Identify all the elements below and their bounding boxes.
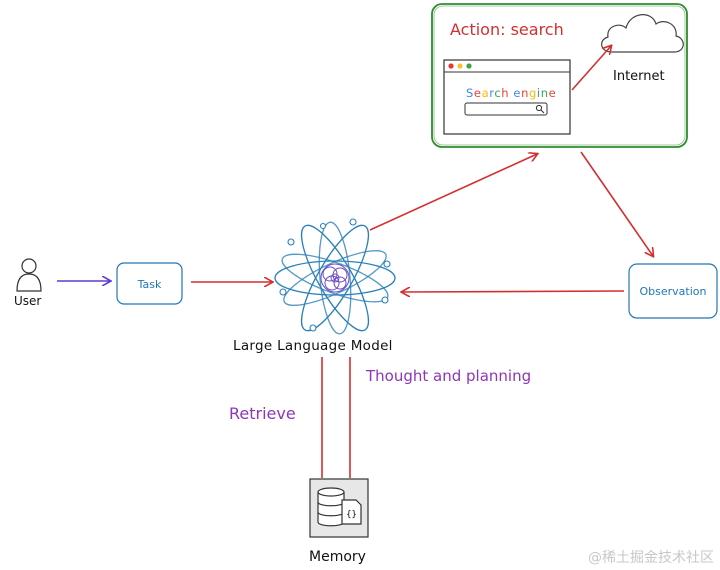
search-engine-letter: S [466, 86, 474, 100]
search-engine-label: Search engine [466, 86, 556, 100]
search-engine-letter: g [529, 86, 537, 100]
watermark: @稀土掘金技术社区 [588, 550, 714, 566]
arrow-action-to-observation [580, 151, 653, 256]
database-icon: {} [309, 478, 369, 538]
search-engine-letter: e [474, 86, 482, 100]
search-bar [464, 102, 548, 116]
action-title: Action: search [450, 20, 564, 39]
llm-label: Large Language Model [233, 338, 393, 354]
user-label: User [14, 294, 41, 308]
observation-node: Observation [628, 263, 718, 319]
internet-label: Internet [613, 69, 665, 84]
svg-text:{}: {} [346, 510, 357, 520]
arrow-observation-to-llm [402, 291, 625, 292]
search-engine-letter: a [482, 86, 490, 100]
search-engine-letter: e [513, 86, 521, 100]
user-icon [16, 258, 42, 292]
browser-window-icon: Search engine [443, 59, 571, 135]
cloud-icon [601, 14, 684, 53]
atom-icon [274, 218, 396, 335]
arrow-browser-to-internet [571, 46, 611, 91]
task-node: Task [116, 262, 183, 305]
retrieve-label: Retrieve [229, 404, 296, 423]
thought-planning-label: Thought and planning [365, 367, 531, 385]
search-engine-letter: n [521, 86, 529, 100]
search-icon [535, 104, 545, 114]
json-file-icon: {} [341, 499, 362, 525]
search-engine-letter: i [537, 86, 541, 100]
search-engine-letter: n [541, 86, 549, 100]
search-engine-letter: r [489, 86, 494, 100]
memory-label: Memory [309, 549, 366, 565]
search-engine-letter: c [494, 86, 501, 100]
task-label: Task [137, 278, 162, 291]
action-box: Action: search Search engine Internet [431, 3, 688, 148]
search-engine-letter: h [501, 86, 509, 100]
search-engine-letter: e [549, 86, 557, 100]
arrow-llm-to-action [369, 154, 537, 231]
observation-label: Observation [640, 285, 707, 298]
